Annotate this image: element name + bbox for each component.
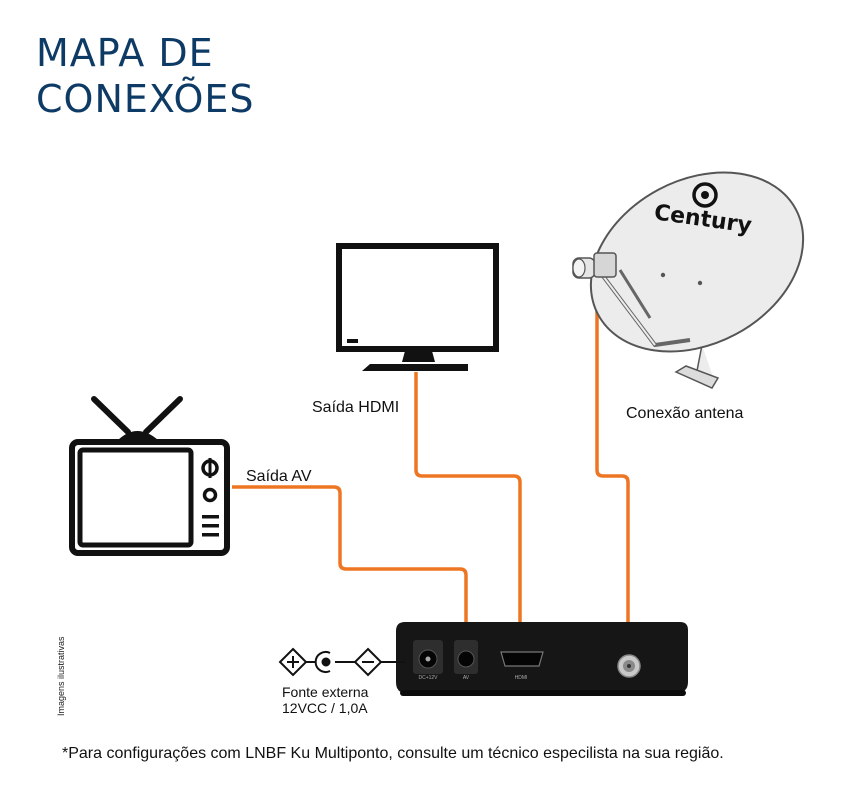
dc-power-port: DC+12V <box>413 640 443 681</box>
title-line-1: MAPA DE <box>36 31 214 75</box>
power-supply-line-2: 12VCC / 1,0A <box>282 700 368 716</box>
av-port-label: AV <box>463 675 470 681</box>
receiver-box: DC+12V AV HDMI <box>396 622 688 696</box>
retro-tv-icon <box>69 396 230 556</box>
power-polarity-icon <box>278 647 405 677</box>
antenna-connection-label: Conexão antena <box>626 405 744 422</box>
flat-tv-icon <box>336 243 499 371</box>
cables <box>232 282 630 660</box>
title-line-2: CONEXÕES <box>36 77 255 121</box>
satellite-dish-icon: Century <box>572 171 805 389</box>
cable-antenna <box>595 282 630 660</box>
av-output-label: Saída AV <box>246 468 312 485</box>
illustrative-images-note: Imagens ilustrativas <box>56 636 66 716</box>
minus-icon <box>353 647 383 677</box>
cable-hdmi <box>414 372 522 650</box>
power-supply-line-1: Fonte externa <box>282 684 369 700</box>
hdmi-port: HDMI <box>500 651 544 681</box>
footnote: *Para configurações com LNBF Ku Multipon… <box>62 745 724 762</box>
power-supply-label: Fonte externa 12VCC / 1,0A <box>282 684 368 716</box>
page-title: MAPA DE CONEXÕES <box>36 30 255 122</box>
plus-icon <box>278 647 308 677</box>
hdmi-output-label: Saída HDMI <box>312 399 400 416</box>
dc-port-label: DC+12V <box>418 675 438 681</box>
antenna-port <box>617 654 641 678</box>
av-port: AV <box>454 640 478 681</box>
hdmi-port-label: HDMI <box>515 675 528 681</box>
cable-av <box>232 485 468 650</box>
